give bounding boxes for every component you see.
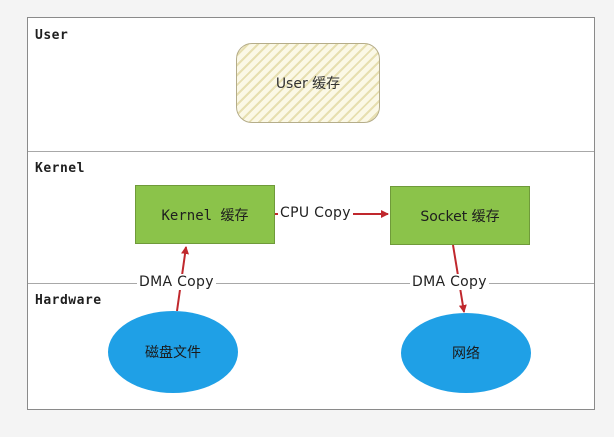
dma-copy-send-label: DMA Copy [410, 274, 489, 290]
disk-file-label: 磁盘文件 [145, 345, 201, 361]
disk-file-node: 磁盘文件 [108, 311, 238, 393]
user-cache-node: User 缓存 [236, 43, 380, 123]
user-kernel-divider [28, 151, 594, 152]
kernel-cache-node: Kernel 缓存 [135, 185, 275, 244]
user-cache-label: User 缓存 [275, 76, 341, 92]
user-layer-label: User [35, 28, 69, 43]
cpu-copy-label: CPU Copy [278, 205, 353, 221]
kernel-hardware-divider [28, 283, 594, 284]
diagram-frame: User Kernel Hardware User 缓存 Kernel 缓存 S… [27, 17, 595, 410]
socket-cache-node: Socket 缓存 [390, 186, 530, 245]
kernel-layer-label: Kernel [35, 161, 85, 176]
network-node: 网络 [401, 313, 531, 393]
kernel-cache-label: Kernel 缓存 [161, 207, 249, 224]
dma-copy-read-label: DMA Copy [137, 274, 216, 290]
socket-cache-label: Socket 缓存 [420, 208, 500, 225]
network-label: 网络 [452, 346, 480, 362]
hardware-layer-label: Hardware [35, 293, 102, 308]
